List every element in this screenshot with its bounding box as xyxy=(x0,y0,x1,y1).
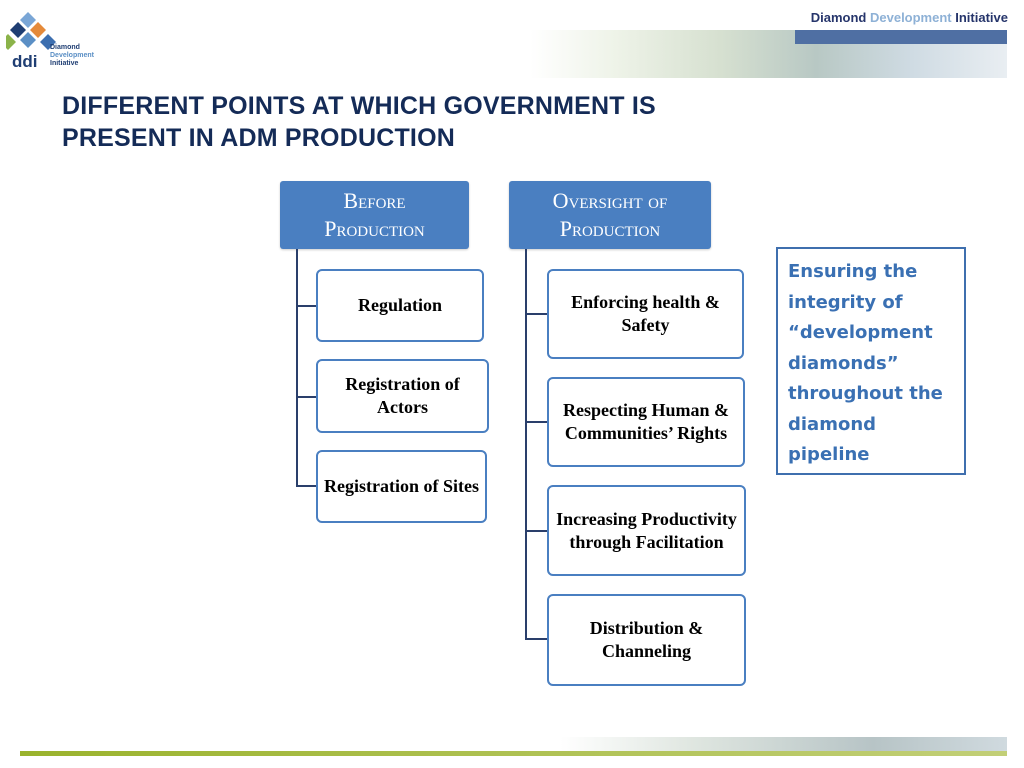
before-connector-2 xyxy=(296,396,316,398)
oversight-production-heading: Oversight of Production xyxy=(509,181,711,249)
logo-ddi: ddi xyxy=(12,52,38,71)
oversight-connector-2 xyxy=(525,421,547,423)
header-banner-strip xyxy=(795,30,1007,44)
logo-line1: Diamond xyxy=(50,44,80,51)
footer-line xyxy=(20,751,1007,756)
increasing-productivity-box: Increasing Productivity through Facilita… xyxy=(547,485,746,576)
before-connector-trunk xyxy=(296,249,298,487)
title-line1: DIFFERENT POINTS AT WHICH GOVERNMENT IS xyxy=(62,92,656,120)
brand-part1: Diamond xyxy=(810,10,867,25)
logo-line2: Development xyxy=(50,52,94,59)
integrity-note: Ensuring the integrity of “development d… xyxy=(776,247,966,475)
enforcing-health-box: Enforcing health & Safety xyxy=(547,269,744,359)
before-connector-3 xyxy=(296,485,316,487)
respecting-rights-box: Respecting Human & Communities’ Rights xyxy=(547,377,745,467)
distribution-channeling-box: Distribution & Channeling xyxy=(547,594,746,686)
oversight-connector-3 xyxy=(525,530,547,532)
logo-line3: Initiative xyxy=(50,60,79,67)
before-heading-line2: Production xyxy=(324,216,425,241)
oversight-connector-1 xyxy=(525,313,547,315)
footer-banner-image xyxy=(560,737,1007,751)
before-production-heading: Before Production xyxy=(280,181,469,249)
brand-part3: Initiative xyxy=(955,10,1008,25)
oversight-heading-line1: Oversight of xyxy=(552,188,668,213)
title-line2: PRESENT IN ADM PRODUCTION xyxy=(62,124,455,152)
oversight-connector-trunk xyxy=(525,249,527,640)
brand-name: Diamond Development Initiative xyxy=(811,10,1008,25)
oversight-heading-line2: Production xyxy=(559,216,661,241)
diamond-logo-icon xyxy=(6,12,56,50)
brand-part2: Development xyxy=(869,10,952,25)
registration-sites-box: Registration of Sites xyxy=(316,450,487,523)
logo-text: Diamond Development Initiative xyxy=(50,44,94,68)
slide-title: DIFFERENT POINTS AT WHICH GOVERNMENT IS … xyxy=(62,90,656,154)
registration-actors-box: Registration of Actors xyxy=(316,359,489,433)
oversight-connector-4 xyxy=(525,638,547,640)
before-heading-line1: Before xyxy=(343,188,406,213)
before-connector-1 xyxy=(296,305,316,307)
regulation-box: Regulation xyxy=(316,269,484,342)
